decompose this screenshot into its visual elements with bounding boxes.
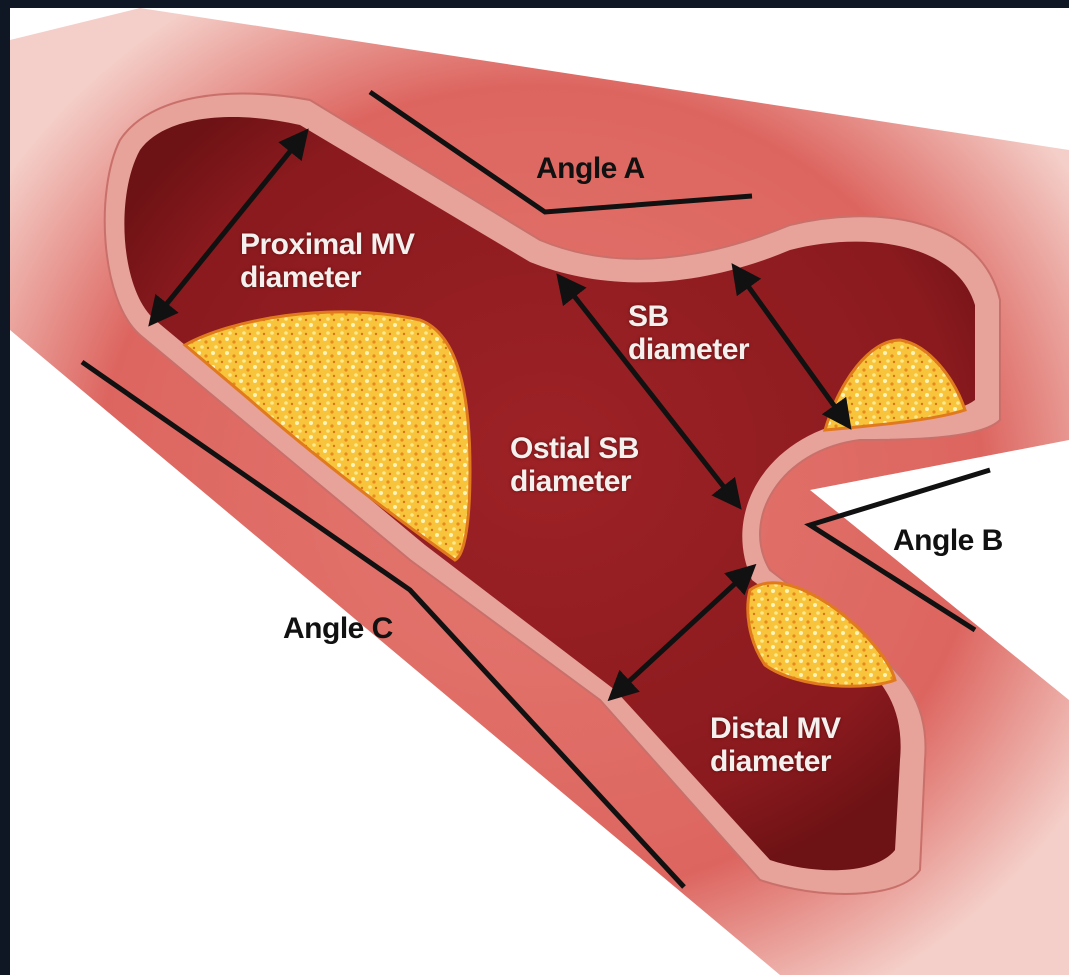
- angle-a-label: Angle A: [536, 152, 645, 185]
- distal-mv-diameter-label: Distal MV diameter: [710, 712, 841, 778]
- sb-line2: diameter: [628, 333, 749, 366]
- angle-b-label: Angle B: [893, 524, 1003, 557]
- proximal-mv-diameter-label: Proximal MV diameter: [240, 228, 415, 294]
- sb-diameter-label: SB diameter: [628, 300, 749, 366]
- distal-mv-line1: Distal MV: [710, 712, 841, 745]
- angle-c-label: Angle C: [283, 612, 393, 645]
- ostial-sb-line1: Ostial SB: [510, 432, 639, 465]
- ostial-sb-line2: diameter: [510, 465, 639, 498]
- proximal-mv-line2: diameter: [240, 261, 415, 294]
- ostial-sb-diameter-label: Ostial SB diameter: [510, 432, 639, 498]
- proximal-mv-line1: Proximal MV: [240, 228, 415, 261]
- distal-mv-line2: diameter: [710, 745, 841, 778]
- sb-line1: SB: [628, 300, 749, 333]
